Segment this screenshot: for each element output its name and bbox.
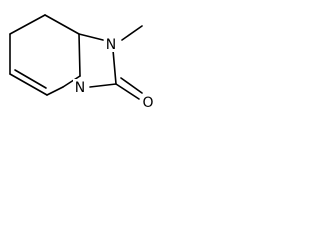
bond-n-bottom-c4: [46, 86, 64, 96]
bond-c3-n-bottom: [62, 75, 81, 88]
bond-c2-n-top: [78, 33, 104, 41]
atom-mask-n-bottom: [73, 79, 87, 95]
bond-n-top-methyl: [121, 25, 143, 41]
atom-label-n-bottom: N: [75, 80, 85, 96]
bond-c2-c3: [78, 33, 81, 77]
bond-c-carbonyl-n-bottom: [89, 83, 117, 88]
atom-mask-n-top: [104, 36, 118, 52]
bond-c-o-2: [120, 77, 143, 94]
atom-label-o-carbonyl: O: [142, 95, 153, 111]
bond-c-o-1: [115, 83, 140, 100]
bond-c1-c2: [44, 14, 80, 35]
bond-c4-c5-double: [14, 69, 47, 89]
bond-c4-c5: [9, 73, 48, 96]
chemical-structure-diagram: N N O: [9, 14, 156, 111]
bond-c6-c1: [9, 14, 46, 35]
bond-n-top-c-carbonyl: [112, 49, 117, 85]
atom-label-n-top: N: [106, 37, 116, 53]
atom-mask-o: [140, 94, 156, 110]
